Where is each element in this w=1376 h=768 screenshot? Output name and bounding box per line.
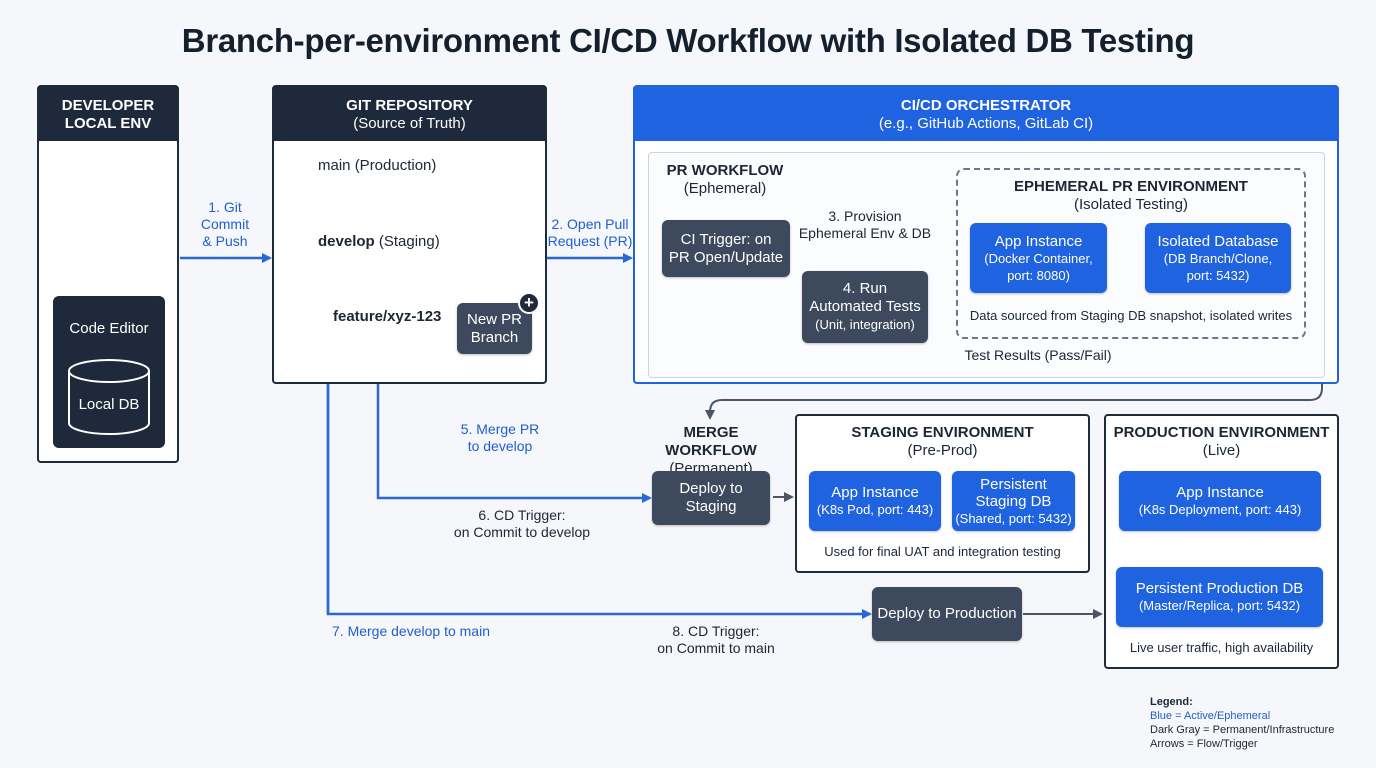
cd-trigger-main-label: 8. CD Trigger: on Commit to main — [657, 623, 775, 656]
open-pr-label: 2. Open Pull Request (PR) — [547, 216, 633, 249]
isolated-database[interactable]: Isolated Database (DB Branch/Clone, port… — [1145, 223, 1291, 293]
branch-develop: develop (Staging) — [318, 233, 440, 250]
provision-label: 3. Provision Ephemeral Env & DB — [798, 208, 932, 241]
staging-db[interactable]: Persistent Staging DB (Shared, port: 543… — [952, 471, 1075, 531]
ephemeral-app-instance[interactable]: App Instance (Docker Container, port: 80… — [970, 223, 1107, 293]
developer-header: DEVELOPER LOCAL ENV — [39, 87, 177, 141]
production-app-instance[interactable]: App Instance (K8s Deployment, port: 443) — [1119, 471, 1321, 531]
branch-main: main (Production) — [318, 157, 437, 174]
local-db-label: Local DB — [78, 396, 140, 413]
developer-local-env: DEVELOPER LOCAL ENV Code Editor Local DB — [37, 85, 179, 463]
git-header: GIT REPOSITORY (Source of Truth) — [274, 87, 545, 141]
production-db[interactable]: Persistent Production DB (Master/Replica… — [1116, 567, 1323, 627]
branch-feature: feature/xyz-123 — [333, 308, 442, 325]
orchestrator-header: CI/CD ORCHESTRATOR (e.g., GitHub Actions… — [635, 87, 1337, 141]
pr-workflow-title: PR WORKFLOW (Ephemeral) — [666, 162, 784, 197]
code-editor-panel: Code Editor Local DB — [53, 296, 165, 448]
production-env-note: Live user traffic, high availability — [1129, 640, 1314, 655]
merge-workflow-title: MERGE WORKFLOW (Permanent) — [665, 424, 757, 477]
commit-push-label: 1. Git Commit & Push — [200, 199, 250, 249]
new-pr-branch-button[interactable]: New PR Branch — [457, 303, 532, 354]
ephemeral-env-title: EPHEMERAL PR ENVIRONMENT (Isolated Testi… — [1014, 178, 1248, 213]
merge-pr-label: 5. Merge PR to develop — [460, 421, 540, 454]
ephemeral-pr-environment — [956, 168, 1306, 339]
database-icon — [68, 359, 150, 435]
page-title: Branch-per-environment CI/CD Workflow wi… — [181, 22, 1195, 59]
cd-trigger-develop-label: 6. CD Trigger: on Commit to develop — [453, 507, 591, 540]
merge-develop-main-label: 7. Merge develop to main — [332, 623, 490, 639]
deploy-to-production[interactable]: Deploy to Production — [872, 587, 1022, 641]
ci-trigger-pr[interactable]: CI Trigger: on PR Open/Update — [662, 220, 790, 277]
staging-env-title: STAGING ENVIRONMENT (Pre-Prod) — [851, 424, 1034, 459]
ephemeral-env-note: Data sourced from Staging DB snapshot, i… — [969, 308, 1293, 323]
run-automated-tests[interactable]: 4. Run Automated Tests (Unit, integratio… — [802, 271, 928, 343]
arrow-merge-pr — [376, 338, 652, 503]
code-editor-label: Code Editor — [69, 320, 149, 337]
production-env-title: PRODUCTION ENVIRONMENT (Live) — [1113, 424, 1330, 459]
legend: Legend: Blue = Active/Ephemeral Dark Gra… — [1150, 696, 1335, 750]
deploy-to-staging[interactable]: Deploy to Staging — [652, 471, 770, 525]
test-results-label: Test Results (Pass/Fail) — [964, 347, 1112, 363]
plus-icon[interactable]: + — [518, 292, 540, 314]
staging-app-instance[interactable]: App Instance (K8s Pod, port: 443) — [809, 471, 941, 531]
staging-env-note: Used for final UAT and integration testi… — [824, 544, 1061, 559]
